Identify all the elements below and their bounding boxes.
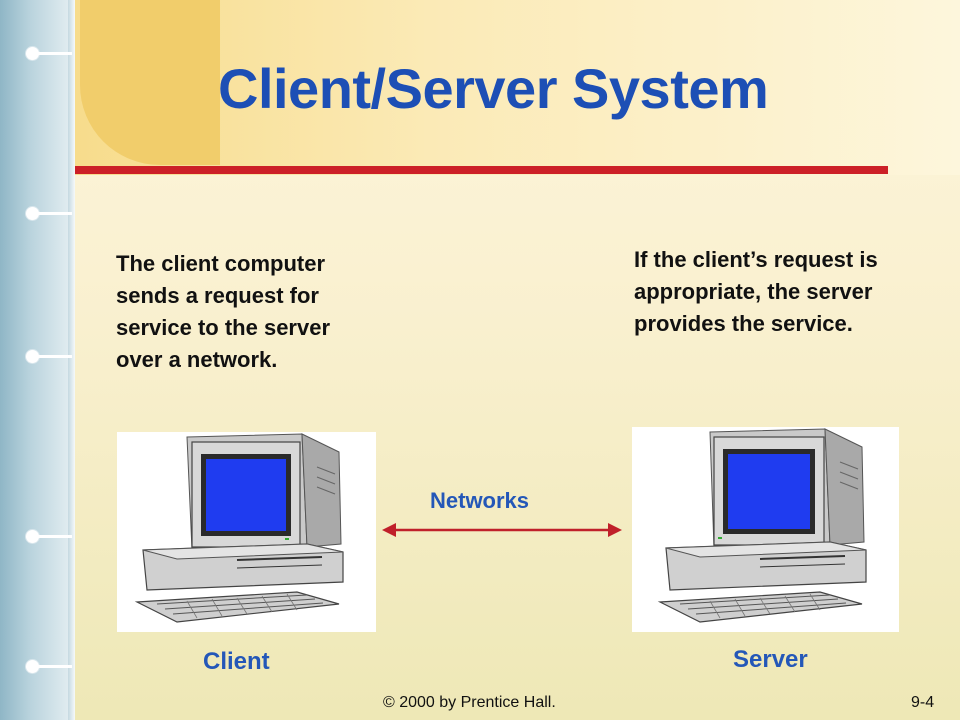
double-arrow-icon <box>382 523 622 537</box>
copyright-footer: © 2000 by Prentice Hall. <box>383 694 556 711</box>
binder-ring <box>26 350 72 364</box>
binder-ring <box>26 530 72 544</box>
server-label: Server <box>733 646 808 673</box>
page-number: 9-4 <box>911 694 935 711</box>
networks-label: Networks <box>430 488 530 513</box>
binder-ring <box>26 660 72 674</box>
server-computer-icon <box>632 427 899 632</box>
binder-ring <box>26 47 72 61</box>
slide-title: Client/Server System <box>218 57 769 120</box>
header-background <box>75 0 960 175</box>
client-label: Client <box>203 648 270 675</box>
binder-ring <box>26 207 72 221</box>
client-computer-icon <box>117 432 376 632</box>
title-underline <box>75 166 888 174</box>
header-accent-shape <box>80 0 220 165</box>
server-description: If the client’s request is appropriate, … <box>634 247 878 336</box>
client-description: The client computer sends a request for … <box>116 251 331 372</box>
notebook-binding <box>0 0 75 720</box>
